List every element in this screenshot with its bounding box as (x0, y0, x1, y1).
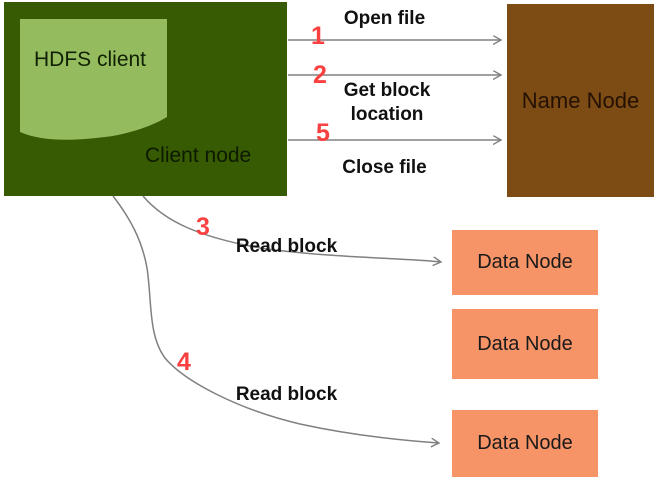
client-node-label: Client node (145, 144, 252, 167)
data-node-box-1: Data Node (452, 230, 598, 295)
step-number-2: 2 (313, 61, 327, 89)
read-block-label-1: Read block (235, 236, 338, 257)
step-number-3: 3 (196, 213, 210, 241)
data-node-box-2: Data Node (452, 309, 598, 379)
client-node-box (4, 2, 287, 196)
hdfs-client-document-shape (20, 19, 167, 140)
get-block-location-label: Get block location (343, 80, 431, 125)
read-block-label-2: Read block (235, 384, 338, 405)
data-node-box-3: Data Node (452, 410, 598, 477)
close-file-label: Close file (342, 157, 427, 178)
name-node-label: Name Node (521, 87, 640, 113)
open-file-label: Open file (343, 8, 426, 29)
data-node-label: Data Node (477, 251, 573, 273)
step-number-4: 4 (177, 348, 191, 376)
data-node-label: Data Node (477, 432, 573, 454)
hdfs-client-label: HDFS client (33, 48, 147, 71)
data-node-label: Data Node (477, 332, 573, 355)
name-node-box: Name Node (507, 4, 654, 197)
step-number-5: 5 (316, 119, 330, 147)
step-number-1: 1 (311, 22, 325, 50)
